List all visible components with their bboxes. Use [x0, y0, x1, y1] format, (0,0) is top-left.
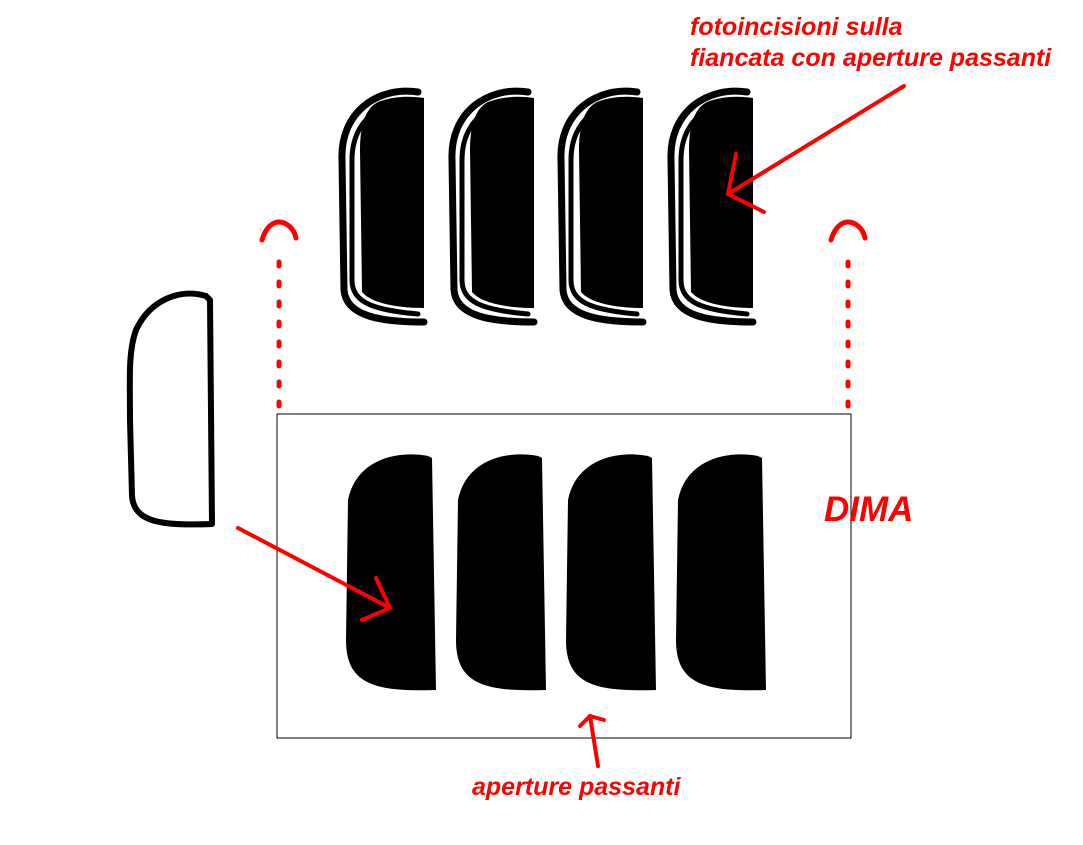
etching-annotation-line2: fiancata con aperture passanti	[690, 44, 1052, 72]
pointer-arrow-etched	[726, 84, 906, 214]
dima-template-frame	[276, 413, 852, 739]
etched-slots-group	[338, 87, 757, 326]
etched-slot	[338, 87, 428, 326]
etched-slot	[448, 87, 538, 326]
openings-annotation: aperture passanti	[472, 773, 681, 801]
through-opening	[456, 454, 546, 691]
etched-slot	[667, 87, 757, 326]
pointer-arrow-openings	[578, 714, 606, 768]
dima-label: DIMA	[824, 490, 914, 529]
alignment-arrow-right	[828, 219, 868, 409]
through-openings-group	[346, 454, 766, 691]
alignment-arrow-left	[259, 219, 299, 409]
through-opening	[676, 454, 766, 691]
pointer-arrow-insert	[236, 526, 392, 622]
etching-annotation-line1: fotoincisioni sulla	[690, 13, 903, 41]
slot-outline-piece	[126, 290, 215, 528]
through-opening	[566, 454, 656, 691]
etching-annotation: fotoincisioni sulla fiancata con apertur…	[690, 12, 1051, 74]
etched-slot	[557, 87, 647, 326]
through-opening	[346, 454, 436, 691]
